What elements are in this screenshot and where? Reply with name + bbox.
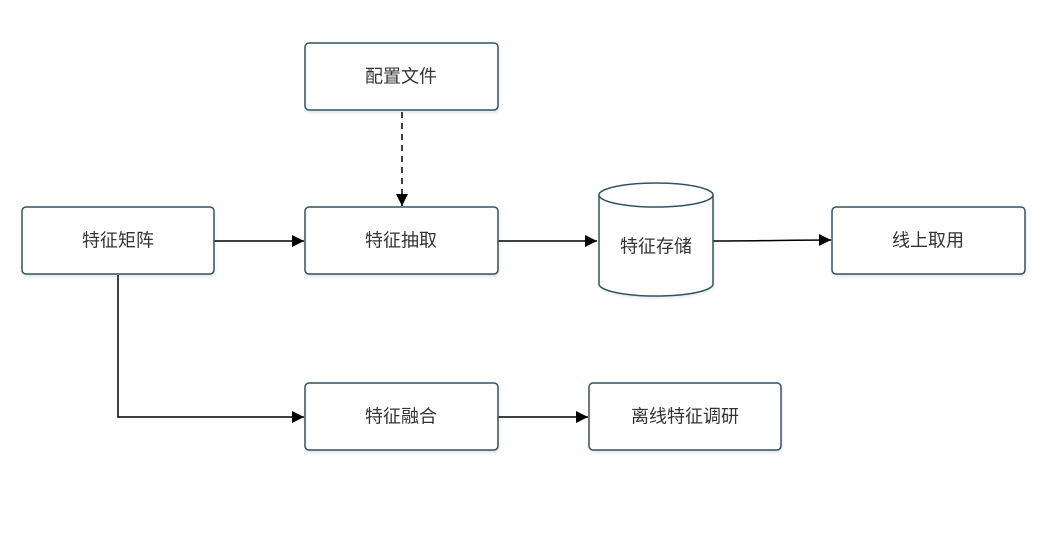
node-offline-research[interactable]: 离线特征调研 [588, 382, 782, 453]
node-feature-matrix-label: 特征矩阵 [82, 231, 154, 252]
node-feature-fusion[interactable]: 特征融合 [304, 382, 499, 453]
storage-cylinder-top [598, 182, 714, 208]
node-feature-extraction[interactable]: 特征抽取 [304, 206, 499, 277]
node-feature-matrix[interactable]: 特征矩阵 [21, 206, 215, 277]
edge-matrix-to-fusion [117, 275, 304, 423]
node-config-file-label: 配置文件 [365, 67, 437, 88]
node-online-fetch[interactable]: 线上取用 [831, 206, 1026, 277]
node-feature-storage[interactable]: 特征存储 [598, 182, 714, 299]
node-feature-fusion-label: 特征融合 [365, 407, 437, 428]
edge-storage-to-online [712, 234, 832, 247]
edges [117, 112, 832, 423]
node-feature-extraction-label: 特征抽取 [365, 231, 437, 252]
node-online-fetch-label: 线上取用 [892, 231, 964, 252]
node-feature-storage-label: 特征存储 [620, 237, 692, 258]
node-offline-research-label: 离线特征调研 [631, 407, 739, 428]
storage-cylinder-body [598, 195, 714, 297]
node-config-file[interactable]: 配置文件 [304, 42, 499, 113]
